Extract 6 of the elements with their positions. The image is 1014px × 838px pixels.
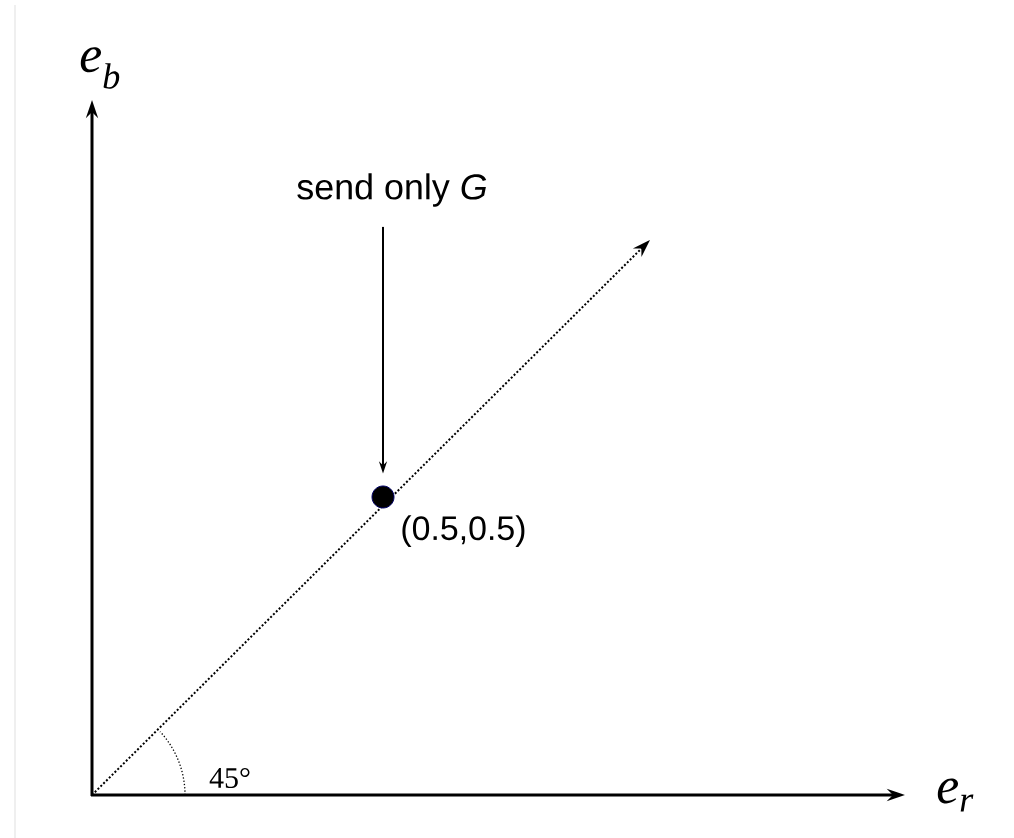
text-label: send only G (297, 173, 487, 207)
axis-label: e$_{b}$ (80, 47, 120, 89)
axis-label: e$_{r}$ (937, 778, 974, 812)
coordinate-label: (0.5,0.5) (402, 515, 525, 547)
angle-label: 45° (209, 767, 250, 789)
point-marker (371, 485, 395, 509)
